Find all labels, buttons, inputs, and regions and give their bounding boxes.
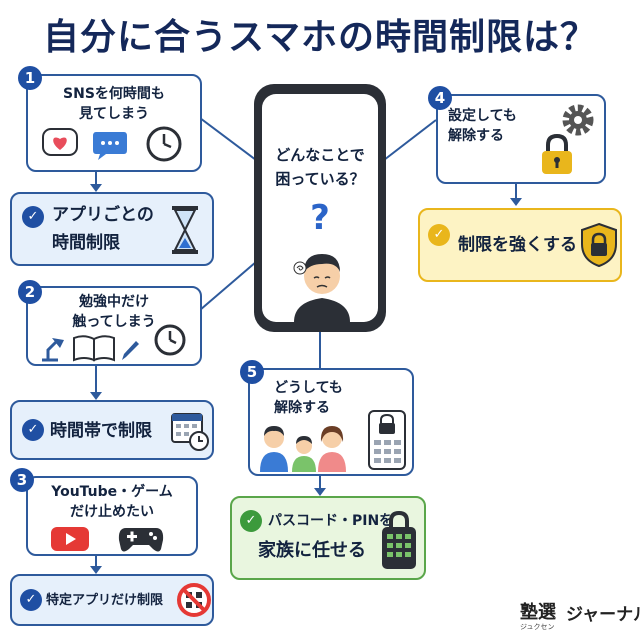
check-icon: ✓: [20, 589, 42, 611]
speech-bubble-icon: [93, 132, 127, 160]
pencil-icon: [122, 341, 139, 360]
problem-5-number: 5: [240, 360, 264, 384]
problem-1-box: SNSを何時間も 見てしまう: [26, 74, 202, 172]
problem-2-number: 2: [18, 280, 42, 304]
problem-4-box: 設定しても 解除する: [436, 94, 606, 184]
problem-3-line1: YouTube・ゲーム: [51, 484, 173, 500]
problem-3-line2: だけ止めたい: [70, 504, 154, 520]
problem-3-box: YouTube・ゲーム だけ止めたい: [26, 476, 198, 556]
problem-2-box: 勉強中だけ 触ってしまう: [26, 286, 202, 366]
brand-logo: 塾選: [520, 602, 556, 623]
youtube-play-icon: [51, 527, 89, 551]
family-icon: [260, 426, 346, 472]
problem-5-line2: 解除する: [274, 400, 330, 416]
problem-3-number: 3: [10, 468, 34, 492]
solution-4-box: ✓ 制限を強くする: [418, 208, 622, 282]
keypad-lock-icon: [368, 410, 406, 470]
phone-screen: どんなことで 困っている？ ?: [262, 94, 378, 322]
calendar-clock-icon: [171, 413, 209, 451]
padlock-icon: [542, 134, 572, 174]
problem-4-line2: 解除する: [448, 128, 504, 144]
smartphone: どんなことで 困っている？ ?: [254, 84, 386, 332]
game-controller-icon: [118, 528, 164, 552]
solution-2-box: ✓ 時間帯で制限: [10, 400, 214, 460]
solution-3-box: ✓ 特定アプリだけ制限: [10, 574, 214, 626]
solution-4-line1: 制限を強くする: [458, 235, 577, 255]
brand-logo-word: ジャーナル: [566, 605, 640, 625]
question-mark-icon: ?: [310, 198, 330, 238]
problem-2-line1: 勉強中だけ: [79, 294, 149, 310]
check-icon: ✓: [22, 419, 44, 441]
solution-5-line1: パスコード・PINを: [268, 513, 394, 529]
keypad-lock-icon: [382, 510, 416, 569]
problem-1-number: 1: [18, 66, 42, 90]
solution-1-line2: 時間制限: [52, 233, 120, 253]
problem-5-line1: どうしても: [274, 380, 343, 396]
desk-lamp-icon: [42, 338, 64, 362]
center-question-line1: どんなことで: [275, 146, 365, 164]
problem-1-line2: 見てしまう: [79, 106, 149, 122]
solution-5-box: ✓ パスコード・PINを 家族に任せる: [230, 496, 426, 580]
open-book-icon: [73, 335, 115, 362]
solution-2-line1: 時間帯で制限: [50, 421, 152, 441]
problem-1-line1: SNSを何時間も: [63, 86, 165, 102]
problem-4-line1: 設定しても: [448, 108, 517, 124]
clock-icon: [146, 126, 182, 162]
solution-3-line1: 特定アプリだけ制限: [46, 593, 164, 608]
heart-chat-icon: [42, 128, 78, 156]
center-question-line2: 困っている？: [275, 170, 365, 188]
check-icon: ✓: [22, 206, 44, 228]
shield-lock-icon: [581, 222, 617, 268]
problem-5-box: どうしても 解除する: [248, 368, 414, 476]
problem-2-line2: 触ってしまう: [72, 314, 156, 330]
check-icon: ✓: [240, 510, 262, 532]
brand-logo-reading: ジュクセン: [520, 623, 555, 631]
check-icon: ✓: [428, 224, 450, 246]
clock-icon: [154, 324, 186, 356]
solution-5-line2: 家族に任せる: [258, 540, 366, 561]
page-title: 自分に合うスマホの時間制限は？: [43, 17, 597, 58]
gear-icon: [562, 104, 594, 136]
problem-4-number: 4: [428, 86, 452, 110]
hourglass-icon: [172, 206, 198, 254]
prohibited-apps-icon: [177, 583, 211, 617]
worried-student-icon: [293, 254, 350, 322]
solution-1-line1: アプリごとの: [52, 205, 154, 225]
solution-1-box: ✓ アプリごとの 時間制限: [10, 192, 214, 266]
